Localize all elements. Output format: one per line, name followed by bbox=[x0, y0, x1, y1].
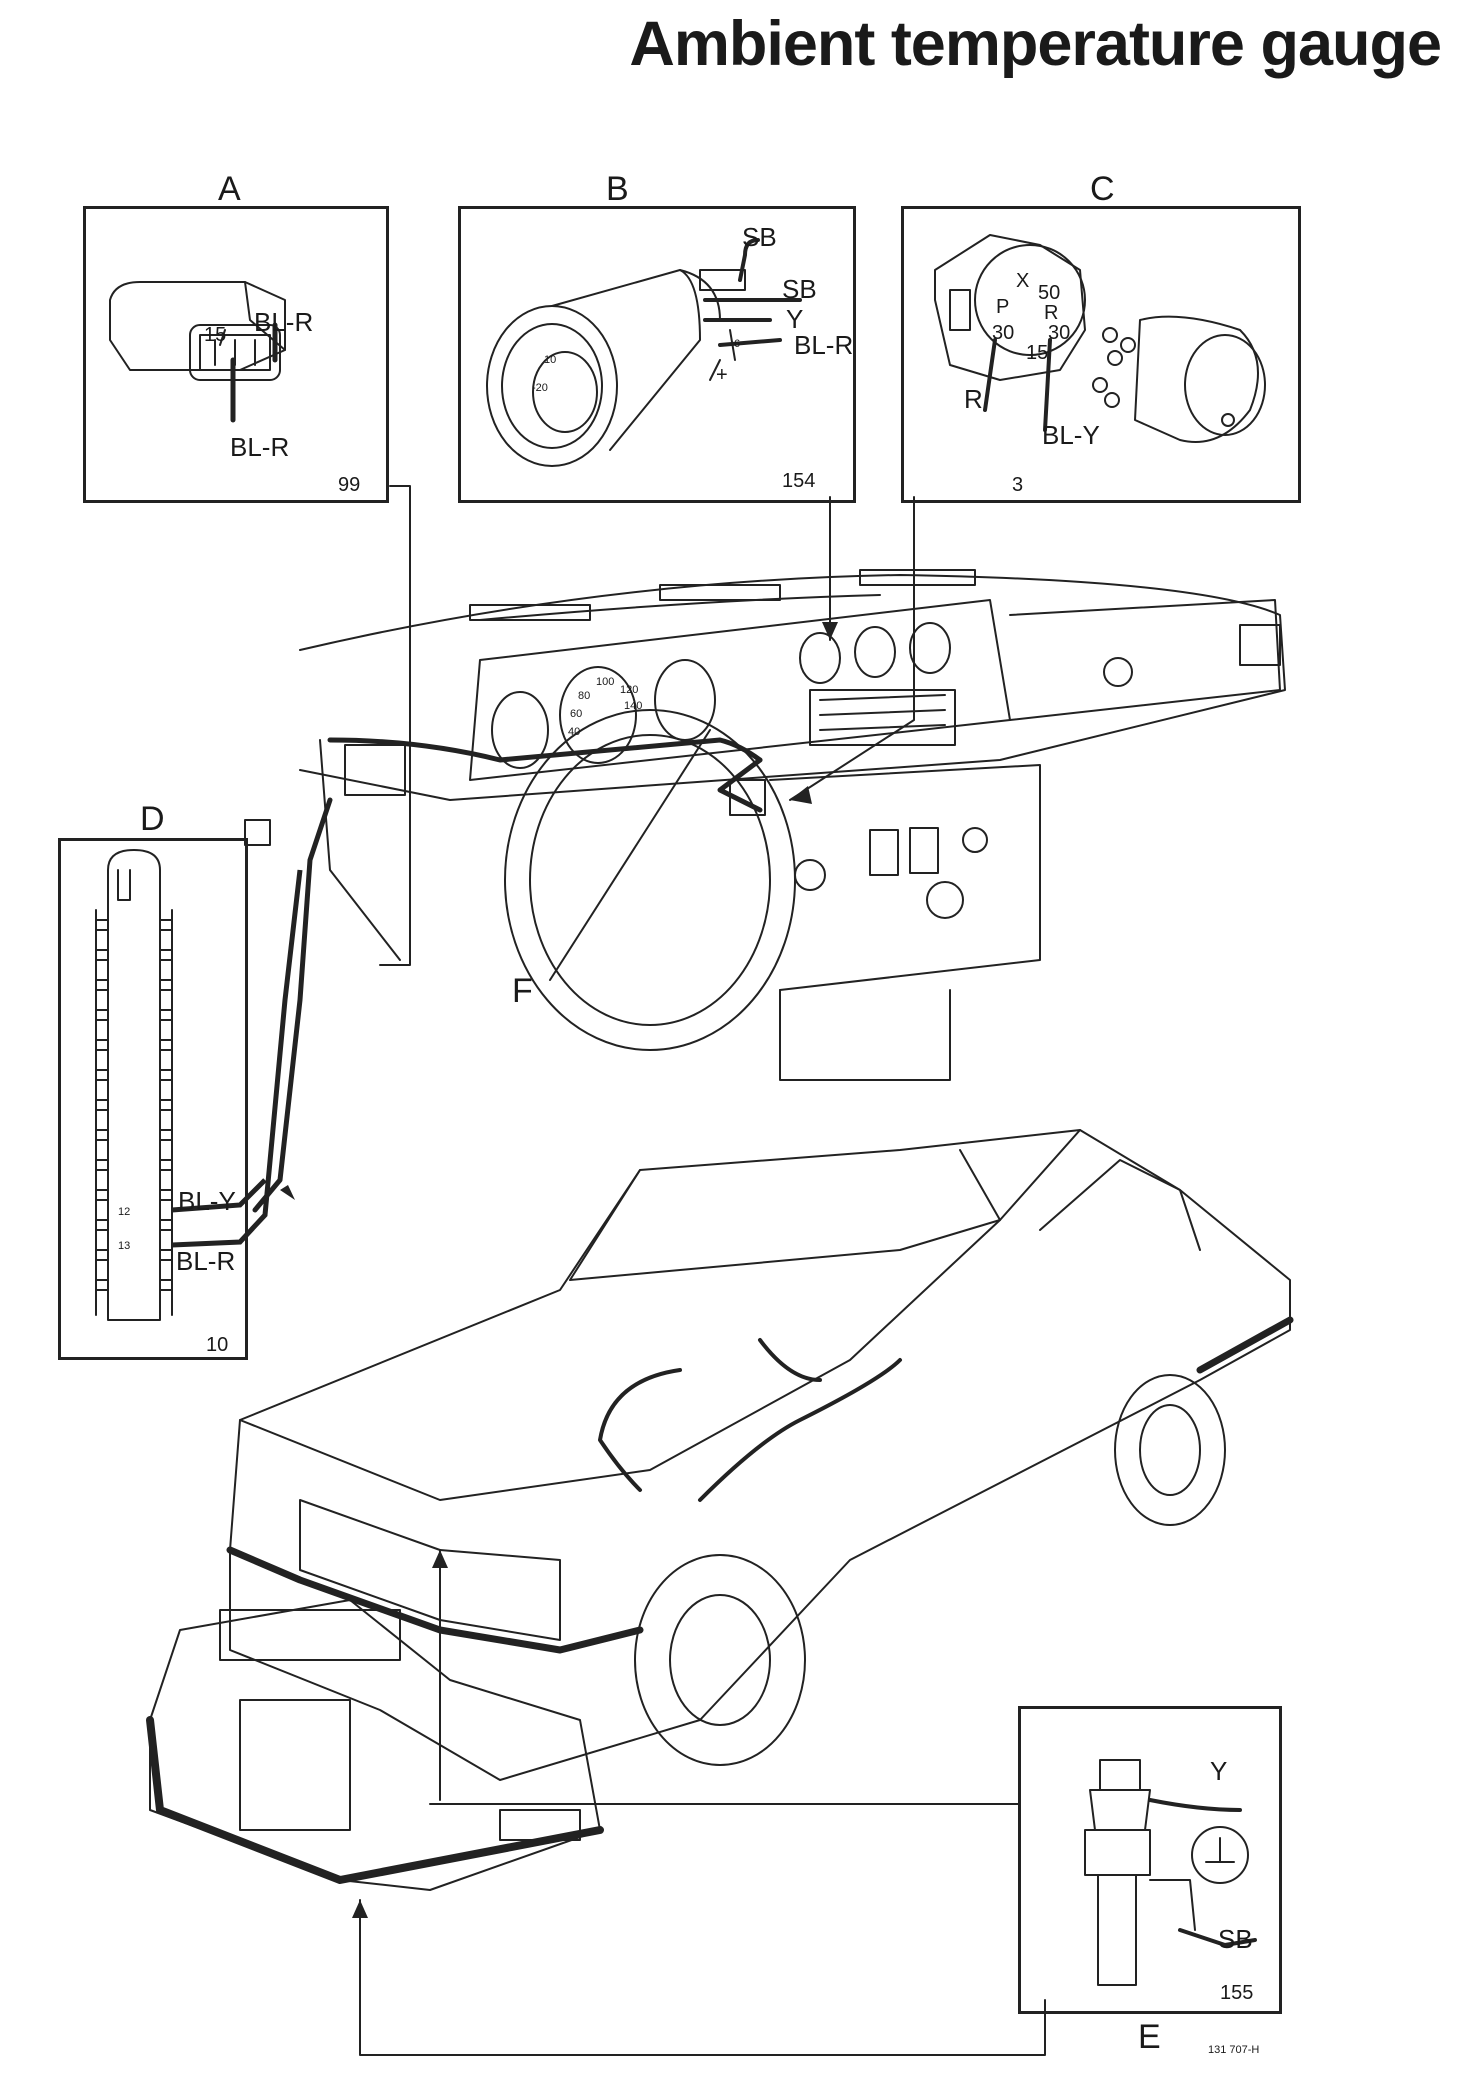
page-title: Ambient temperature gauge bbox=[629, 9, 1442, 79]
panel-c-label-bly: BL-Y bbox=[1042, 420, 1100, 450]
panel-d-letter: D bbox=[140, 800, 165, 838]
panel-a-letter: A bbox=[218, 170, 241, 208]
panel-b-label-plus: + bbox=[716, 364, 728, 386]
relay-connector bbox=[109, 281, 286, 423]
dashboard-illustration bbox=[244, 569, 1286, 1213]
panel-e-label-sb: SB bbox=[1218, 1924, 1253, 1954]
gauge-mark-40: 40 bbox=[568, 726, 581, 738]
temperature-gauge bbox=[486, 238, 802, 467]
panel-d-label-bly: BL-Y bbox=[178, 1186, 236, 1216]
panel-b-label-blr: BL-R bbox=[794, 330, 854, 360]
ignition-switch bbox=[934, 234, 1266, 443]
panel-b-label-sb-1: SB bbox=[742, 222, 777, 252]
fuse-number-12: 12 bbox=[118, 1206, 131, 1218]
panel-c-number: 3 bbox=[1012, 474, 1024, 496]
panel-a-label-15: 15 bbox=[204, 324, 227, 346]
panel-c-label-15: 15 bbox=[1026, 342, 1049, 364]
panel-d-number: 10 bbox=[206, 1334, 229, 1356]
panel-c-label-r-wire: R bbox=[964, 384, 983, 414]
panel-c-label-p: P bbox=[996, 296, 1010, 318]
panel-b-letter: B bbox=[606, 170, 629, 208]
panel-c-label-r: R bbox=[1044, 302, 1059, 324]
drawing-code: 131 707-H bbox=[1208, 2044, 1260, 2056]
fuse-box bbox=[95, 849, 173, 1321]
fuse-box-wires bbox=[171, 869, 303, 1248]
panel-a bbox=[83, 206, 389, 503]
panel-c-letter: C bbox=[1090, 170, 1115, 208]
panel-c-label-30-right: 30 bbox=[1048, 322, 1071, 344]
temperature-sensor bbox=[1084, 1759, 1257, 1986]
panel-c-label-x: X bbox=[1016, 270, 1030, 292]
gauge-mark-minus-20: -20 bbox=[532, 382, 548, 394]
panel-b-label-6: 6 bbox=[734, 338, 741, 350]
fuse-pins bbox=[95, 919, 173, 1291]
leader-lines bbox=[359, 485, 1046, 2056]
gauge-mark-140: 140 bbox=[624, 700, 643, 712]
panel-c-label-50: 50 bbox=[1038, 282, 1061, 304]
panel-a-label-blr-bottom: BL-R bbox=[230, 432, 290, 462]
panel-d bbox=[58, 838, 248, 1360]
fuse-number-13: 13 bbox=[118, 1240, 131, 1252]
panel-c-label-30-left: 30 bbox=[992, 322, 1015, 344]
arrowheads bbox=[280, 622, 838, 1918]
panel-a-number: 99 bbox=[338, 474, 361, 496]
panel-b bbox=[458, 206, 856, 503]
panel-e bbox=[1018, 1706, 1282, 2014]
panel-e-number: 155 bbox=[1220, 1982, 1254, 2004]
panel-e-label-y: Y bbox=[1210, 1756, 1228, 1786]
panel-e-letter: E bbox=[1138, 2018, 1161, 2056]
panel-b-label-y: Y bbox=[786, 304, 804, 334]
panel-d-label-blr: BL-R bbox=[176, 1246, 236, 1276]
gauge-mark-10: 10 bbox=[544, 354, 557, 366]
gauge-mark-80: 80 bbox=[578, 690, 591, 702]
gauge-mark-120: 120 bbox=[620, 684, 639, 696]
panel-b-number: 154 bbox=[782, 470, 816, 492]
gauge-mark-60: 60 bbox=[570, 708, 583, 720]
gauge-mark-100: 100 bbox=[596, 676, 615, 688]
panel-c bbox=[901, 206, 1301, 503]
panel-a-label-blr-top: BL-R bbox=[254, 307, 314, 337]
callout-f: F bbox=[512, 972, 533, 1010]
panel-b-label-sb-2: SB bbox=[782, 274, 817, 304]
car-illustration bbox=[146, 1129, 1294, 1891]
